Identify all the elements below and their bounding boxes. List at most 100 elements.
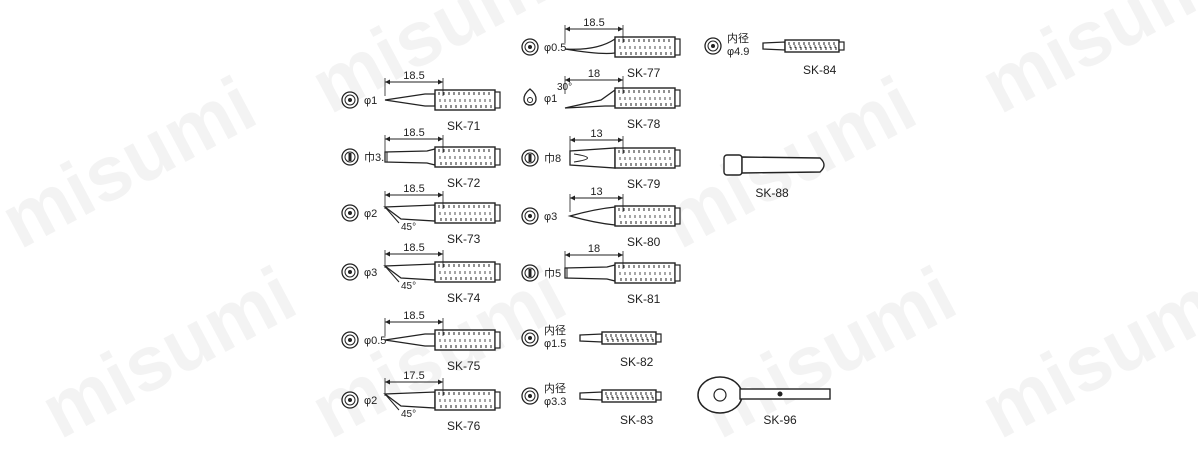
diameter-label: 巾3.3 (364, 150, 390, 164)
ring-profile-icon (704, 37, 722, 55)
ring-profile-icon (521, 329, 539, 347)
ring-profile-icon (521, 149, 539, 167)
diameter-label: φ0.5 (544, 42, 566, 54)
diameter-label: φ1 (544, 93, 557, 105)
dimension-label: 18.5 (403, 242, 424, 254)
watermark-text: misumi (27, 249, 309, 450)
tip-sk-73: φ2 18.5 45° SK-73 (341, 183, 501, 246)
pot-shaft (739, 388, 831, 400)
ring-profile-icon (341, 148, 359, 166)
angle-label: 45° (401, 281, 416, 292)
watermark-text: misumi (967, 0, 1198, 130)
dimension-label: 18.5 (403, 70, 424, 82)
diameter-label: φ4.9 (727, 46, 749, 58)
part-label: SK-79 (627, 177, 661, 191)
ring-profile-icon (521, 207, 539, 225)
sleeve-body (741, 156, 825, 174)
dimension-label: 18.5 (403, 310, 424, 322)
tip-point (567, 206, 616, 226)
tip-point (564, 37, 616, 55)
tip-point (569, 147, 616, 169)
inner-diameter-label: 内径 (727, 31, 749, 45)
ring-profile-icon (341, 391, 359, 409)
angle-label: 45° (401, 409, 416, 420)
ring-profile-icon (521, 387, 539, 405)
tip-point (383, 204, 436, 222)
tip-sk-88: SK-88 (723, 154, 825, 200)
diameter-label: 巾8 (544, 151, 561, 165)
pot-head (697, 376, 743, 414)
tip-sk-72: 巾3.3 18.5SK-72 (341, 127, 501, 190)
ring-profile-icon (341, 331, 359, 349)
inner-diameter-label: 内径 (544, 323, 566, 337)
angle-label: 45° (401, 222, 416, 233)
inner-diameter-label: 内径 (544, 381, 566, 395)
drop-profile-icon (523, 88, 537, 106)
part-label: SK-75 (447, 359, 481, 373)
tip-point (579, 391, 603, 401)
diameter-label: φ3 (364, 267, 377, 279)
part-label: SK-78 (627, 117, 661, 131)
diameter-label: φ1 (364, 95, 377, 107)
part-label: SK-84 (803, 63, 837, 77)
tip-point (564, 264, 616, 282)
tip-body (601, 389, 657, 403)
watermark-text: misumi (0, 59, 269, 265)
diameter-label: φ1.5 (544, 338, 566, 350)
sleeve-nut (723, 154, 743, 176)
tip-sk-76: φ2 17.5 45° SK-76 (341, 370, 501, 433)
tip-point (383, 263, 436, 281)
ring-profile-icon (341, 263, 359, 281)
tip-body (601, 331, 657, 345)
tip-sk-96: SK-96 (697, 376, 831, 427)
diameter-label: φ3 (544, 211, 557, 223)
tips-layer: φ118.5SK-71巾3.318.5SK-72φ218.545°SK-73φ3… (341, 17, 845, 433)
part-label: SK-96 (763, 413, 797, 427)
part-label: SK-80 (627, 235, 661, 249)
part-label: SK-73 (447, 232, 481, 246)
part-label: SK-82 (620, 355, 654, 369)
diameter-label: φ2 (364, 395, 377, 407)
part-label: SK-71 (447, 119, 481, 133)
diameter-label: φ0.5 (364, 335, 386, 347)
tip-sk-77: φ0.5 18.5SK-77 (521, 17, 681, 80)
dimension-label: 18.5 (403, 183, 424, 195)
ring-profile-icon (341, 91, 359, 109)
tip-sk-74: φ3 18.5 45° SK-74 (341, 242, 501, 305)
dimension-label: 17.5 (403, 370, 424, 382)
tip-sk-75: φ0.5 18.5SK-75 (341, 310, 501, 373)
watermark-text: misumi (967, 249, 1198, 450)
part-label: SK-76 (447, 419, 481, 433)
ring-profile-icon (521, 264, 539, 282)
tip-sk-71: φ1 18.5SK-71 (341, 70, 501, 133)
dimension-label: 18.5 (583, 17, 604, 29)
part-label: SK-88 (755, 186, 789, 200)
tip-point (579, 333, 603, 343)
diameter-label: φ2 (364, 208, 377, 220)
ring-profile-icon (521, 38, 539, 56)
part-label: SK-83 (620, 413, 654, 427)
part-label: SK-74 (447, 291, 481, 305)
angle-label: 30° (557, 82, 572, 93)
part-label: SK-72 (447, 176, 481, 190)
tip-body (784, 39, 840, 53)
part-label: SK-77 (627, 66, 661, 80)
dimension-label: 18.5 (403, 127, 424, 139)
tip-point (384, 148, 436, 166)
dimension-label: 13 (590, 128, 602, 140)
dimension-label: 13 (590, 186, 602, 198)
ring-profile-icon (341, 204, 359, 222)
watermark-text: misumi (687, 249, 969, 450)
diameter-label: φ3.3 (544, 396, 566, 408)
dimension-label: 18 (588, 243, 600, 255)
tip-point (564, 88, 616, 109)
part-label: SK-81 (627, 292, 661, 306)
